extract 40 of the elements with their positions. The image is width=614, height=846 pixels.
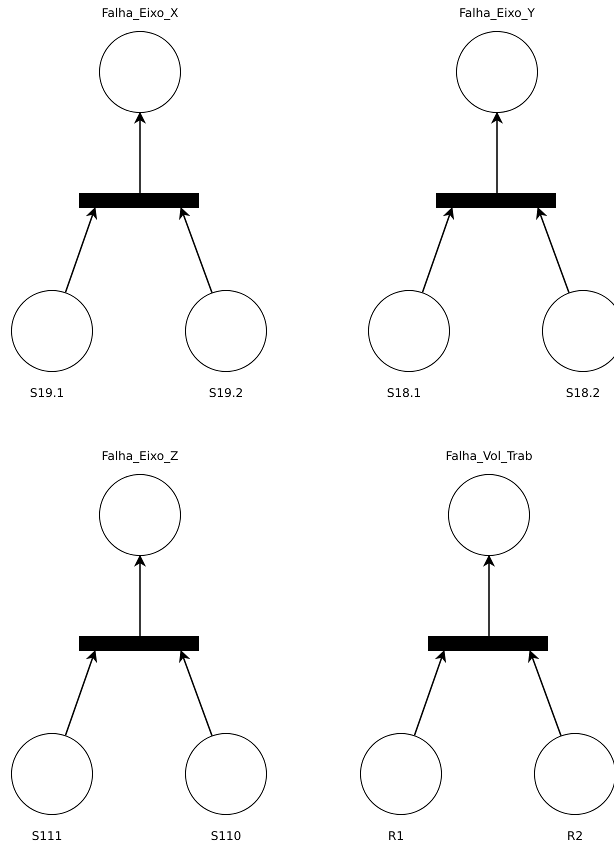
place-circle <box>11 290 93 372</box>
place-label: R2 <box>567 829 583 843</box>
place-circle <box>185 290 267 372</box>
arrow <box>528 650 562 736</box>
place-circle <box>534 733 614 815</box>
place-circle <box>11 733 93 815</box>
arrow <box>134 554 146 636</box>
place-label: S18.1 <box>386 386 422 400</box>
place-circle <box>368 290 450 372</box>
arrow <box>179 650 213 736</box>
place-label: Falha_Eixo_Y <box>459 6 535 20</box>
place-circle <box>99 31 181 113</box>
transition-bar <box>436 193 556 208</box>
place-circle <box>448 474 530 556</box>
place-label: S19.2 <box>208 386 244 400</box>
place-circle <box>542 290 614 372</box>
arrow <box>179 206 213 293</box>
place-label: S110 <box>210 829 242 843</box>
place-circle <box>456 31 538 113</box>
place-label: Falha_Vol_Trab <box>446 449 532 463</box>
arrow <box>414 650 446 736</box>
place-label: S18.2 <box>566 386 600 400</box>
place-label: R1 <box>388 829 404 843</box>
arrow <box>134 112 146 193</box>
place-circle <box>185 733 267 815</box>
place-label: S111 <box>32 829 62 843</box>
place-label: Falha_Eixo_Z <box>102 449 178 463</box>
arrow <box>64 650 98 736</box>
transition-bar <box>79 193 199 208</box>
arrow <box>536 206 570 293</box>
place-circle <box>99 474 181 556</box>
arrow <box>491 112 503 193</box>
place-label: S19.1 <box>30 386 64 400</box>
place-label: Falha_Eixo_X <box>102 6 178 20</box>
transition-bar <box>79 636 199 651</box>
arrow <box>64 206 98 293</box>
arrow <box>483 554 495 636</box>
transition-bar <box>428 636 548 651</box>
place-circle <box>360 733 442 815</box>
arrow <box>422 206 454 293</box>
